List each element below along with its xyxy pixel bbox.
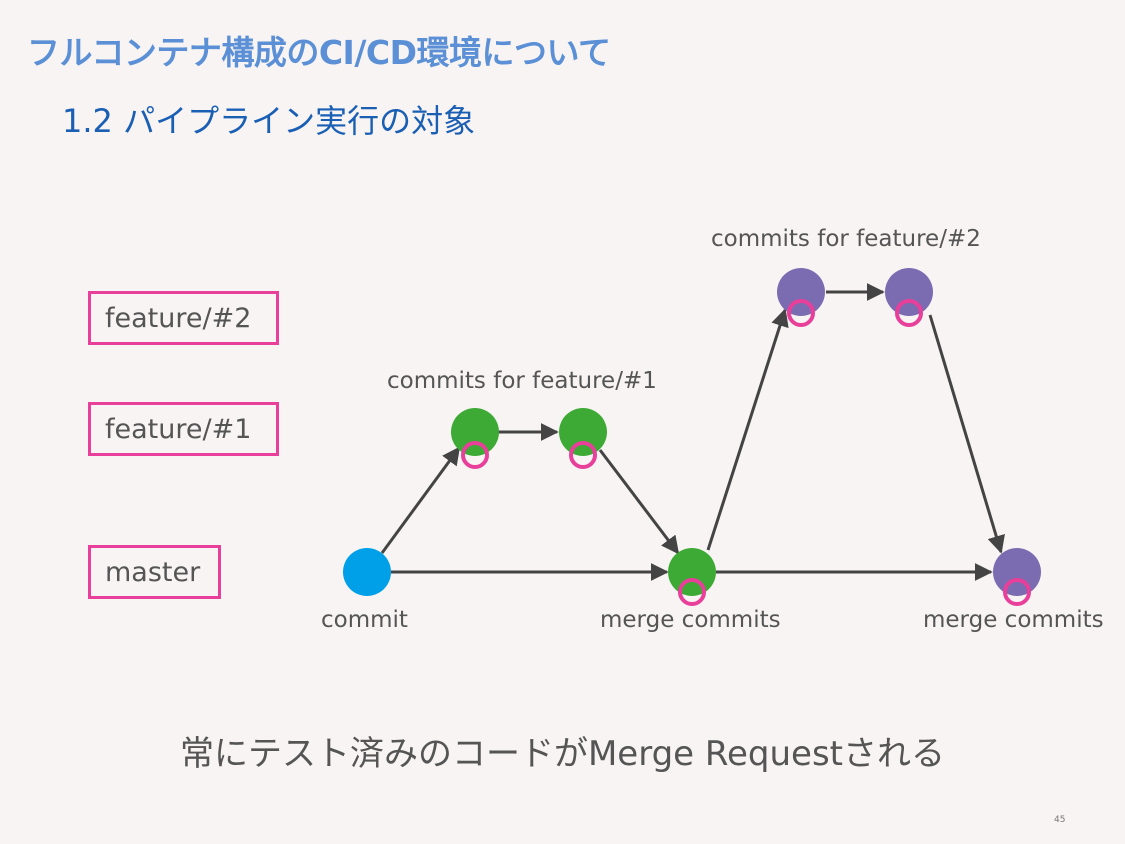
edge-merge1-to-f2a xyxy=(706,308,789,551)
test-passed-marker xyxy=(1003,578,1031,606)
node-master-commit xyxy=(343,548,391,596)
label-merge-commits-1: merge commits xyxy=(600,607,781,633)
test-passed-marker xyxy=(569,441,597,469)
branch-label-feature1: feature/#1 xyxy=(88,402,279,456)
node-feature2-commit-2 xyxy=(885,268,933,316)
node-feature2-commit-1 xyxy=(777,268,825,316)
edge-f1b-to-merge1 xyxy=(598,449,680,555)
node-feature1-commit-2 xyxy=(559,408,607,456)
branch-label-feature2: feature/#2 xyxy=(88,291,279,345)
label-commits-feature1: commits for feature/#1 xyxy=(387,368,657,394)
slide-title: フルコンテナ構成のCI/CD環境について xyxy=(27,33,611,72)
test-passed-marker xyxy=(678,578,706,606)
label-commit: commit xyxy=(321,607,408,633)
node-merge-commit-1 xyxy=(668,548,716,596)
test-passed-marker xyxy=(461,441,489,469)
edge-f2b-to-merge2 xyxy=(928,314,1005,554)
page-number: 45 xyxy=(1054,815,1066,825)
edge-commit-to-f1a xyxy=(380,446,461,554)
test-passed-marker xyxy=(895,299,923,327)
test-passed-marker xyxy=(787,299,815,327)
node-merge-commit-2 xyxy=(993,548,1041,596)
node-feature1-commit-1 xyxy=(451,408,499,456)
branch-label-master: master xyxy=(88,545,221,599)
slide-subtitle: 1.2 パイプライン実行の対象 xyxy=(62,102,476,140)
label-merge-commits-2: merge commits xyxy=(923,607,1104,633)
label-commits-feature2: commits for feature/#2 xyxy=(711,226,981,252)
slide-caption: 常にテスト済みのコードがMerge Requestされる xyxy=(179,734,946,774)
